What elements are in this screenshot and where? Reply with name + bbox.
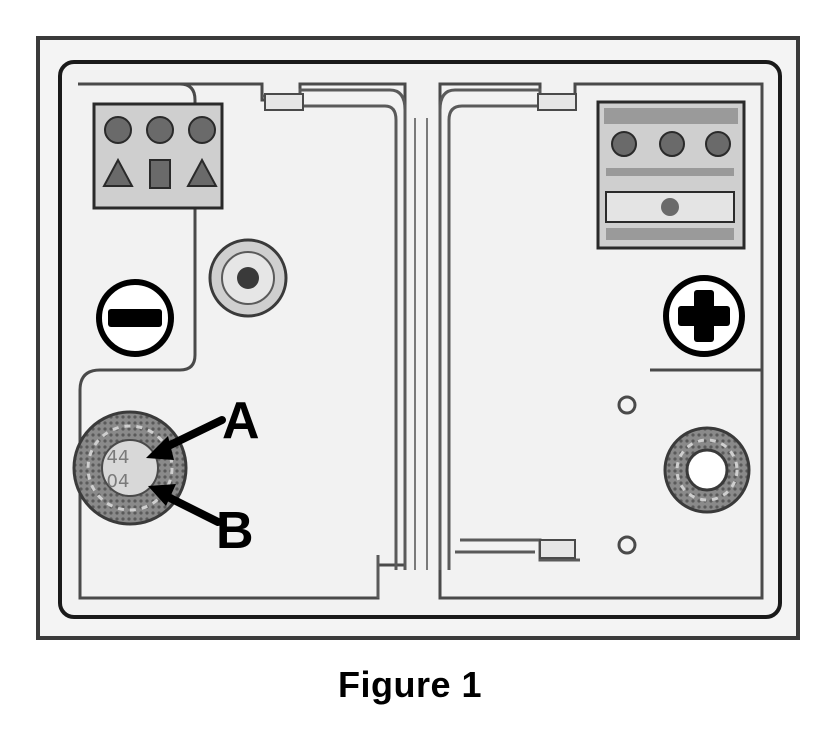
plus-sign-icon	[678, 290, 730, 342]
goggles-icon	[611, 131, 637, 157]
positive-terminal-post	[663, 426, 751, 514]
positive-terminal-symbol	[663, 275, 745, 357]
callout-arrow-a	[146, 416, 226, 460]
eye-protection-icon	[146, 116, 174, 144]
mount-hole-lower	[617, 535, 637, 555]
vent-tab-bottom	[539, 539, 576, 559]
warning-label-left	[92, 102, 224, 210]
center-channel	[262, 88, 575, 570]
shield-icon	[705, 131, 731, 157]
info-label-right	[596, 100, 746, 250]
vent-tab-left	[264, 93, 304, 111]
battery-top-diagram: 44 04 A B	[36, 36, 800, 640]
recycle-icon	[661, 198, 679, 216]
callout-label-a: A	[222, 392, 260, 450]
explosion-warning-icon	[102, 157, 134, 187]
figure-caption: Figure 1	[337, 664, 483, 705]
vent-plug	[208, 238, 288, 318]
fire-icon	[659, 131, 685, 157]
vent-tab-right	[537, 93, 577, 111]
date-code-line1: 44	[107, 447, 130, 468]
callout-label-b: B	[216, 502, 254, 560]
callout-arrow-b	[148, 484, 222, 526]
mount-hole-upper	[617, 395, 637, 415]
keep-children-icon	[188, 116, 216, 144]
acid-warning-icon	[186, 157, 218, 187]
minus-sign-icon	[108, 309, 162, 327]
read-manual-icon	[149, 159, 171, 189]
negative-terminal-symbol	[96, 279, 174, 357]
negative-terminal-post: 44 04	[72, 410, 188, 526]
date-code-line2: 04	[107, 471, 130, 492]
no-flame-icon	[104, 116, 132, 144]
